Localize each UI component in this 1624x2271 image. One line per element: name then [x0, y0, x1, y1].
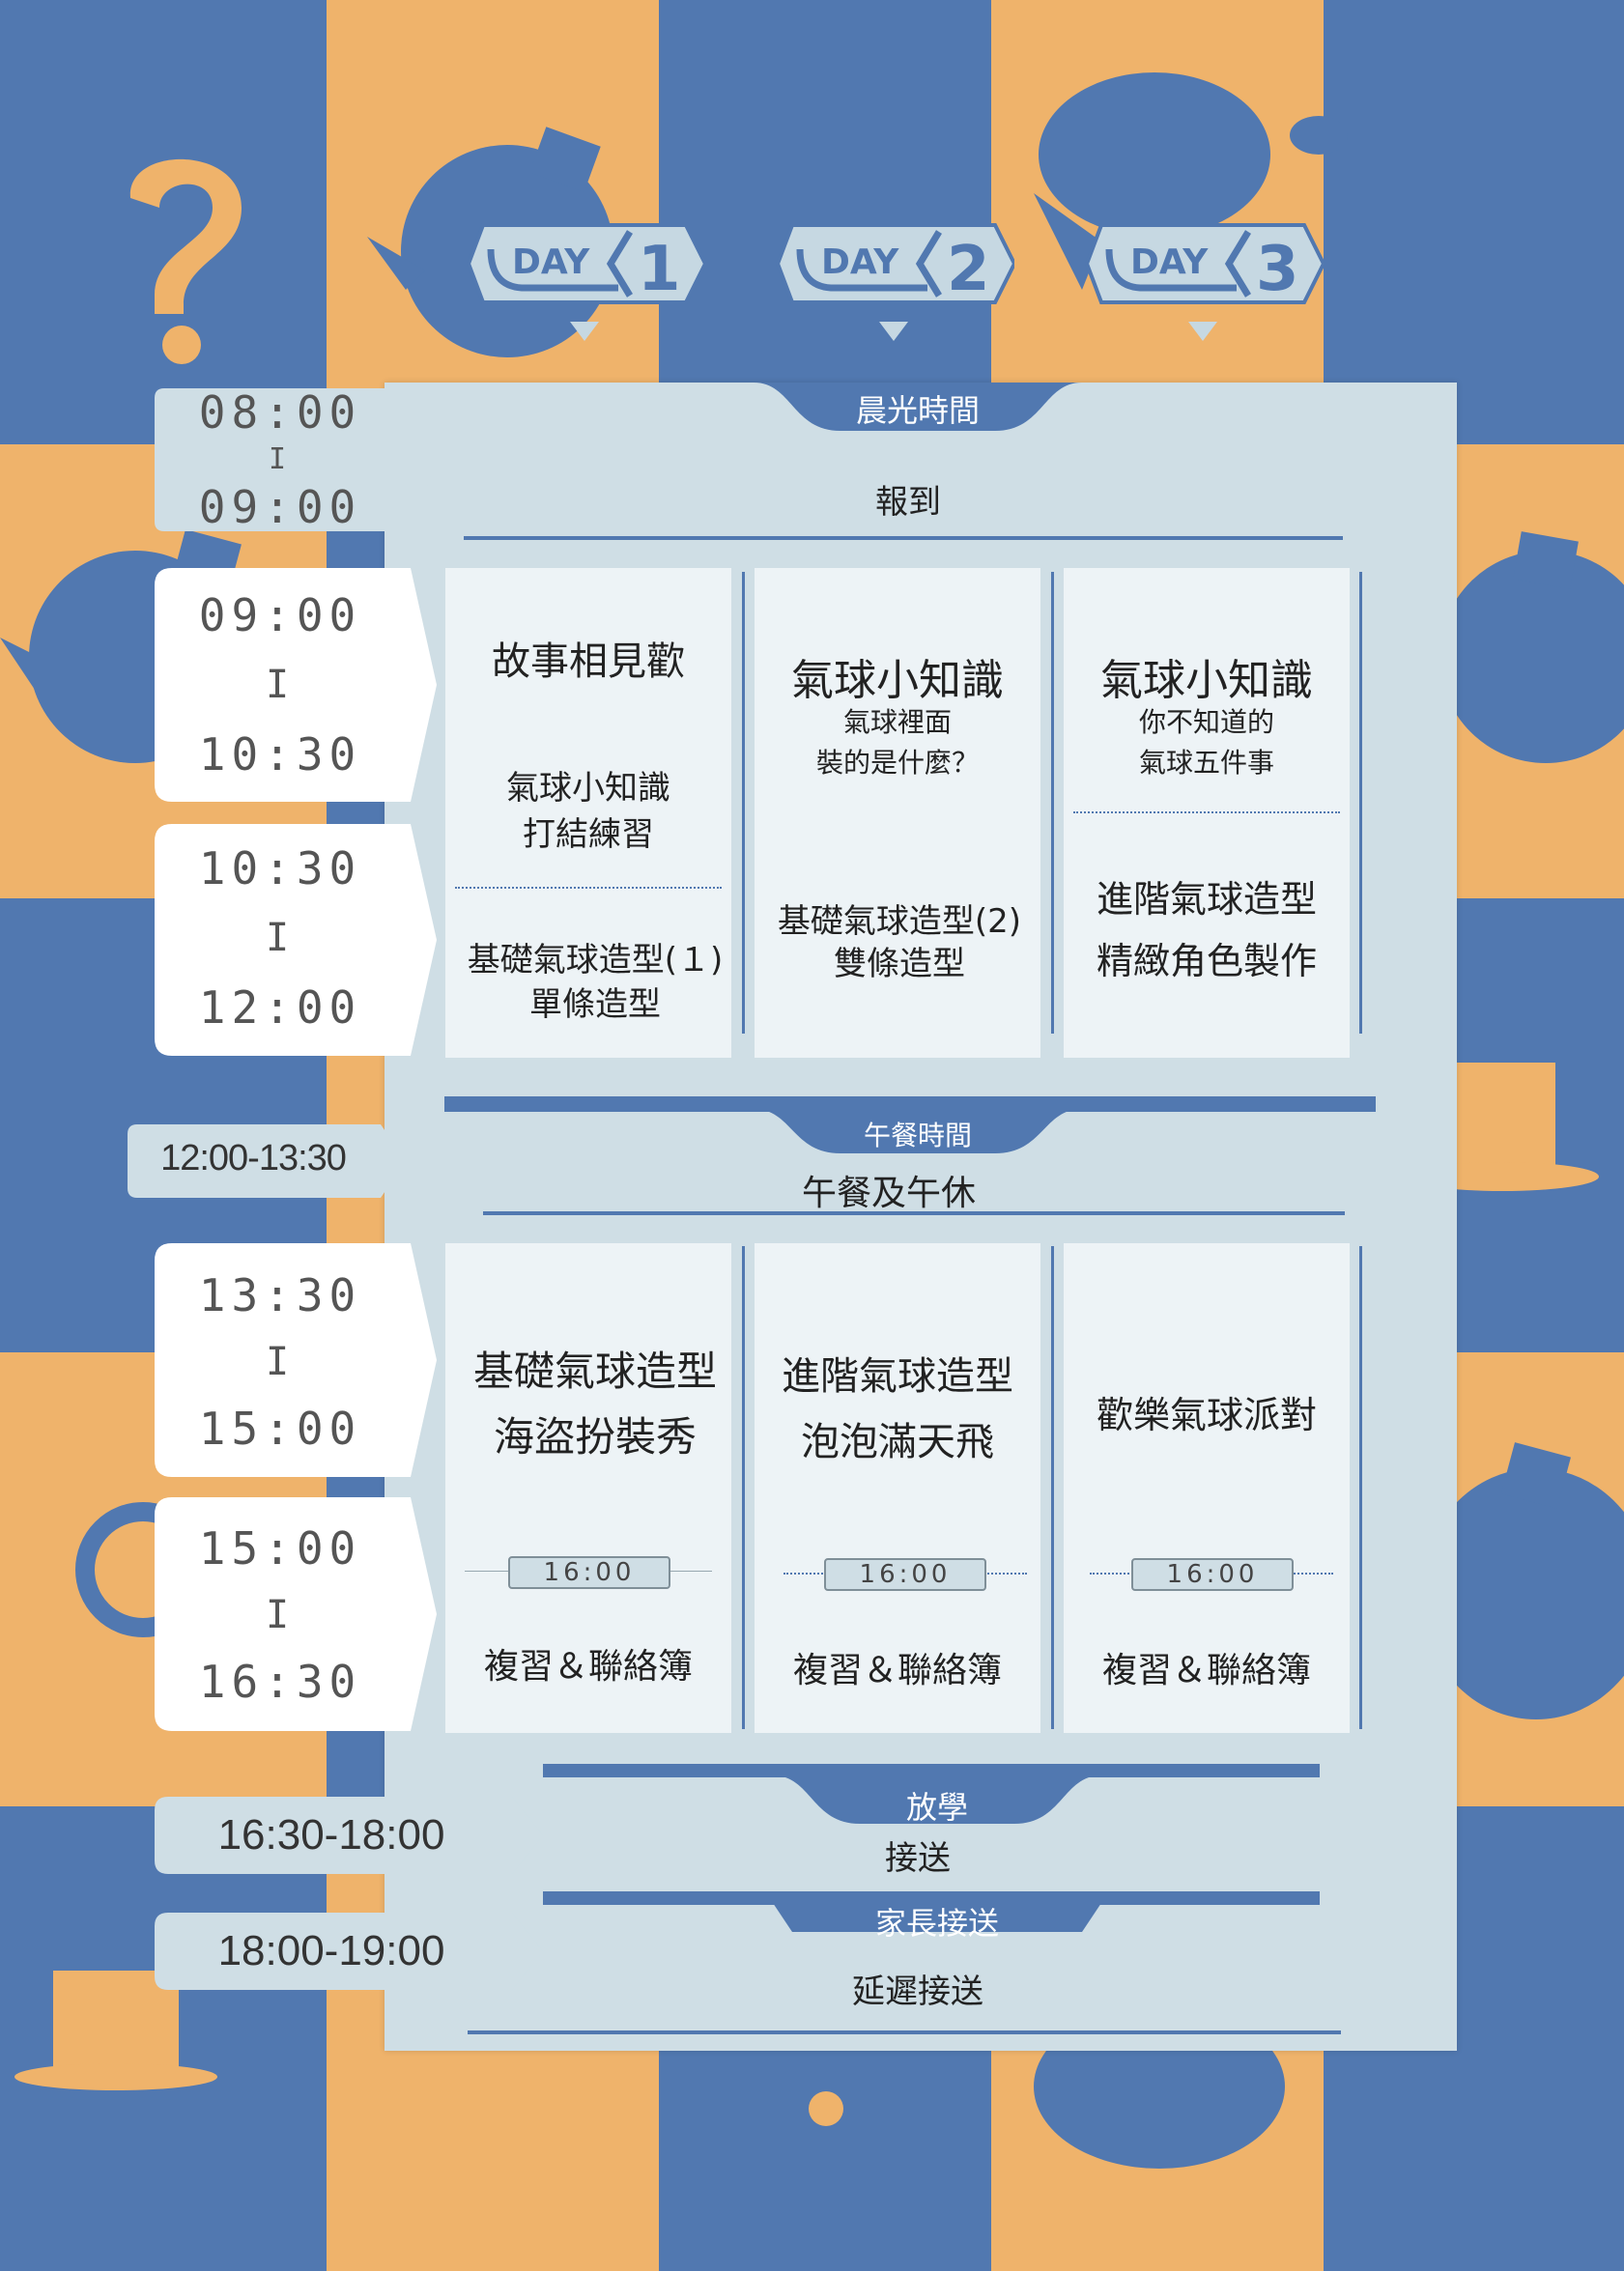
day-label: DAY — [512, 242, 590, 282]
hat-icon — [14, 1971, 217, 2090]
section-title-morning: 晨光時間 — [855, 392, 980, 429]
day3-afternoon-card — [1064, 1243, 1350, 1733]
time-start: 13:30 — [198, 1269, 362, 1321]
time-tag-day2: 16:00 — [824, 1558, 986, 1591]
time-start: 08:00 — [198, 386, 362, 439]
day2-activity-title: 氣球小知識 — [791, 656, 1004, 705]
time-end: 12:00 — [198, 981, 362, 1034]
day2-afternoon-card — [755, 1243, 1040, 1733]
lunch-text: 午餐及午休 — [801, 1174, 976, 1213]
day3-activity: 複習＆聯絡簿 — [1101, 1651, 1311, 1690]
time-separator: I — [265, 1340, 296, 1384]
day2-activity: 泡泡滿天飛 — [801, 1420, 994, 1464]
time-range-0900-1030: 09:00 I 10:30 — [155, 593, 406, 777]
pickup-text: 接送 — [885, 1839, 951, 1878]
day2-activity: 雙條造型 — [834, 945, 965, 983]
day1-activity: 海盜扮裝秀 — [493, 1413, 697, 1461]
section-tab-morning — [754, 383, 1082, 431]
time-start: 15:00 — [198, 1522, 362, 1575]
time-box-bg — [155, 1913, 543, 1990]
time-box-bg — [155, 1797, 543, 1874]
time-box-bg — [155, 568, 437, 802]
day3-activity: 精緻角色製作 — [1096, 940, 1317, 982]
question-mark-icon — [129, 158, 242, 364]
time-box-bg — [155, 824, 437, 1056]
day-badge-3: DAY 3 — [1084, 223, 1324, 341]
day1-activity: 單條造型 — [529, 985, 661, 1024]
day3-activity-sub: 氣球五件事 — [1138, 747, 1274, 779]
time-separator: I — [265, 916, 296, 960]
day2-activity-sub: 裝的是什麼？ — [815, 747, 979, 779]
time-box-bg — [128, 1124, 406, 1198]
time-box-bg — [155, 1497, 437, 1731]
section-tab-lunch — [754, 1109, 1082, 1153]
column-divider — [742, 1246, 745, 1729]
day1-activity: 故事相見歡 — [492, 639, 685, 684]
day3-activity: 進階氣球造型 — [1096, 878, 1317, 921]
day1-activity: 打結練習 — [523, 815, 654, 854]
column-divider — [1051, 572, 1054, 1034]
day-label: DAY — [821, 242, 899, 282]
column-divider — [1051, 1246, 1054, 1729]
time-range-dismissal: 16:30-18:00 — [217, 1811, 445, 1859]
day3-activity-sub: 你不知道的 — [1138, 706, 1274, 738]
time-range-late: 18:00-19:00 — [217, 1927, 445, 1974]
late-pickup-text: 延遲接送 — [852, 1973, 983, 2011]
day1-activity: 基礎氣球造型 — [472, 1348, 717, 1395]
time-separator: I — [265, 1593, 296, 1637]
dotted-divider — [1073, 811, 1340, 813]
time-separator: I — [265, 663, 296, 707]
day1-activity: 基礎氣球造型(１) — [467, 941, 724, 979]
dismissal-bar — [543, 1764, 1320, 1777]
day-badge-2: DAY 2 — [775, 223, 1014, 341]
day1-activity: 氣球小知識 — [506, 769, 670, 808]
day2-activity: 進階氣球造型 — [782, 1354, 1013, 1399]
day3-activity-title: 氣球小知識 — [1100, 656, 1313, 705]
day3-activity: 歡樂氣球派對 — [1096, 1394, 1317, 1436]
time-box-bg — [155, 1243, 437, 1477]
divider — [468, 2030, 1341, 2034]
time-range-0800-0900: 08:00 I 09:00 — [155, 390, 406, 529]
day2-activity: 複習＆聯絡簿 — [792, 1651, 1002, 1690]
dotted-divider — [455, 887, 722, 889]
day-label: DAY — [1130, 242, 1209, 282]
time-tag-day1: 16:00 — [508, 1556, 670, 1589]
time-range-1030-1200: 10:30 I 12:00 — [155, 846, 406, 1030]
day2-morning-card — [755, 568, 1040, 1058]
day2-activity: 基礎氣球造型(2) — [777, 902, 1022, 941]
time-start: 09:00 — [198, 589, 362, 641]
column-divider — [742, 572, 745, 1034]
day1-afternoon-card — [445, 1243, 731, 1733]
time-box-bg — [155, 388, 437, 531]
day1-activity: 複習＆聯絡簿 — [483, 1647, 693, 1687]
time-end: 15:00 — [198, 1403, 362, 1455]
day-number: 1 — [638, 234, 681, 305]
divider — [483, 1211, 1345, 1215]
time-tag-day3: 16:00 — [1131, 1558, 1294, 1591]
time-start: 10:30 — [198, 842, 362, 894]
day-number: 2 — [947, 234, 990, 305]
time-range-1330-1500: 13:30 I 15:00 — [155, 1273, 406, 1451]
parent-pickup-bar — [543, 1891, 1320, 1905]
section-title-dismissal: 放學 — [905, 1789, 968, 1826]
section-title-lunch: 午餐時間 — [863, 1120, 972, 1151]
section-tab-parent-pickup — [773, 1903, 1101, 1932]
day1-morning-card — [445, 568, 731, 1058]
time-end: 09:00 — [198, 481, 362, 533]
section-title-parent-pickup: 家長接送 — [874, 1905, 999, 1942]
checkin-text: 報到 — [875, 483, 941, 522]
time-range-lunch: 12:00-13:30 — [160, 1138, 347, 1178]
time-end: 16:30 — [198, 1656, 362, 1708]
time-end: 10:30 — [198, 728, 362, 781]
lunch-bar — [444, 1096, 1376, 1112]
column-divider — [1359, 1246, 1362, 1729]
time-range-1500-1630: 15:00 I 16:30 — [155, 1526, 406, 1704]
time-separator: I — [268, 442, 293, 476]
divider — [464, 536, 1343, 540]
day-number: 3 — [1256, 234, 1299, 305]
column-divider — [1359, 572, 1362, 1034]
day-badge-1: DAY 1 — [466, 223, 705, 341]
section-tab-dismissal — [773, 1775, 1101, 1824]
day2-activity-sub: 氣球裡面 — [842, 706, 952, 738]
